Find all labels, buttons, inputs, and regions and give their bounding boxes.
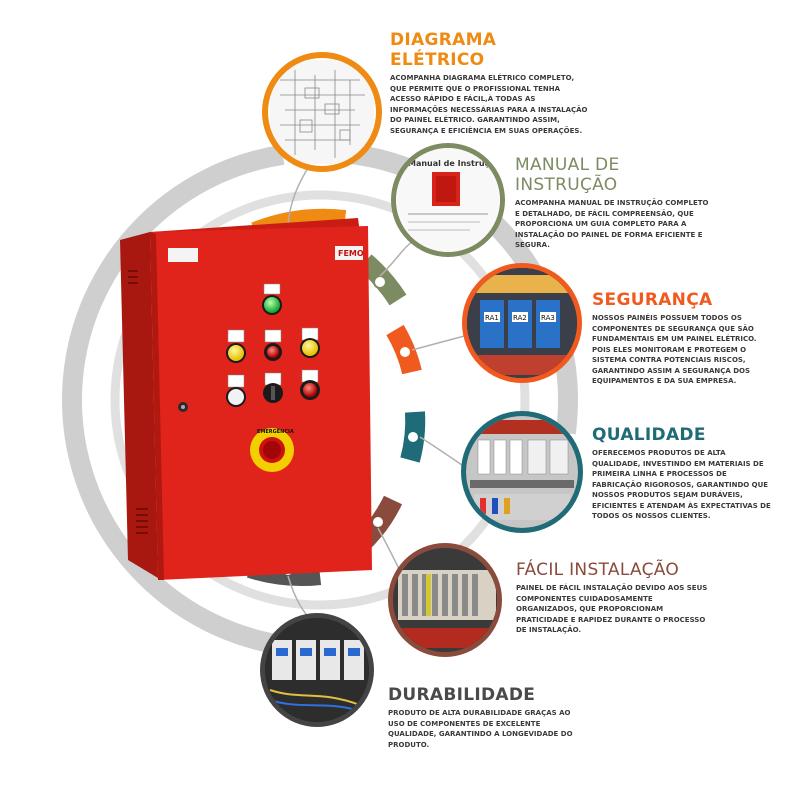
feature-title: SEGURANÇA — [592, 290, 713, 310]
relay-label-2: RA2 — [513, 314, 527, 322]
feature-text: ACOMPANHA DIAGRAMA ELÉTRICO COMPLETO, QU… — [390, 74, 588, 135]
feature-diagrama-eletrico: DIAGRAMA ELÉTRICO ACOMPANHA DIAGRAMA ELÉ… — [390, 30, 590, 136]
durabilidade-callout — [260, 613, 374, 727]
electrical-panel: FEMO EMERGÊNCIA — [120, 218, 372, 580]
feature-title: QUALIDADE — [592, 425, 706, 445]
relay-label-1: RA1 — [485, 314, 499, 322]
facil-instalacao-callout — [388, 543, 502, 657]
manual-thumb-title: Manual de Instruções — [408, 159, 505, 168]
feature-title: FÁCIL INSTALAÇÃO — [516, 560, 680, 580]
diagram-callout — [262, 52, 382, 172]
feature-text: ACOMPANHA MANUAL DE INSTRUÇÃO COMPLETO E… — [515, 199, 709, 249]
feature-text: NOSSOS PAINÉIS POSSUEM TODOS OS COMPONEN… — [592, 314, 757, 385]
feature-durabilidade: DURABILIDADE PRODUTO DE ALTA DURABILIDAD… — [388, 685, 588, 750]
feature-qualidade: QUALIDADE OFERECEMOS PRODUTOS DE ALTA QU… — [592, 425, 774, 522]
seguranca-callout: RA1 RA2 RA3 — [462, 263, 582, 383]
panel-brand: FEMO — [338, 249, 364, 258]
feature-text: PAINEL DE FÁCIL INSTALAÇÃO DEVIDO AOS SE… — [516, 584, 708, 634]
feature-facil-instalacao: FÁCIL INSTALAÇÃO PAINEL DE FÁCIL INSTALA… — [516, 560, 711, 636]
manual-callout: Manual de Instruções — [391, 143, 505, 257]
qualidade-callout — [461, 411, 583, 533]
feature-title: MANUAL DE INSTRUÇÃO — [515, 155, 620, 195]
relay-label-3: RA3 — [541, 314, 555, 322]
feature-title: DURABILIDADE — [388, 685, 536, 705]
feature-text: OFERECEMOS PRODUTOS DE ALTA QUALIDADE, I… — [592, 449, 771, 520]
feature-text: PRODUTO DE ALTA DURABILIDADE GRAÇAS AO U… — [388, 709, 573, 749]
emergency-label: EMERGÊNCIA — [257, 427, 294, 435]
feature-manual-de-instrucao: MANUAL DE INSTRUÇÃO ACOMPANHA MANUAL DE … — [515, 155, 710, 251]
feature-seguranca: SEGURANÇA NOSSOS PAINÉIS POSSUEM TODOS O… — [592, 290, 774, 387]
feature-title: DIAGRAMA ELÉTRICO — [390, 30, 497, 70]
